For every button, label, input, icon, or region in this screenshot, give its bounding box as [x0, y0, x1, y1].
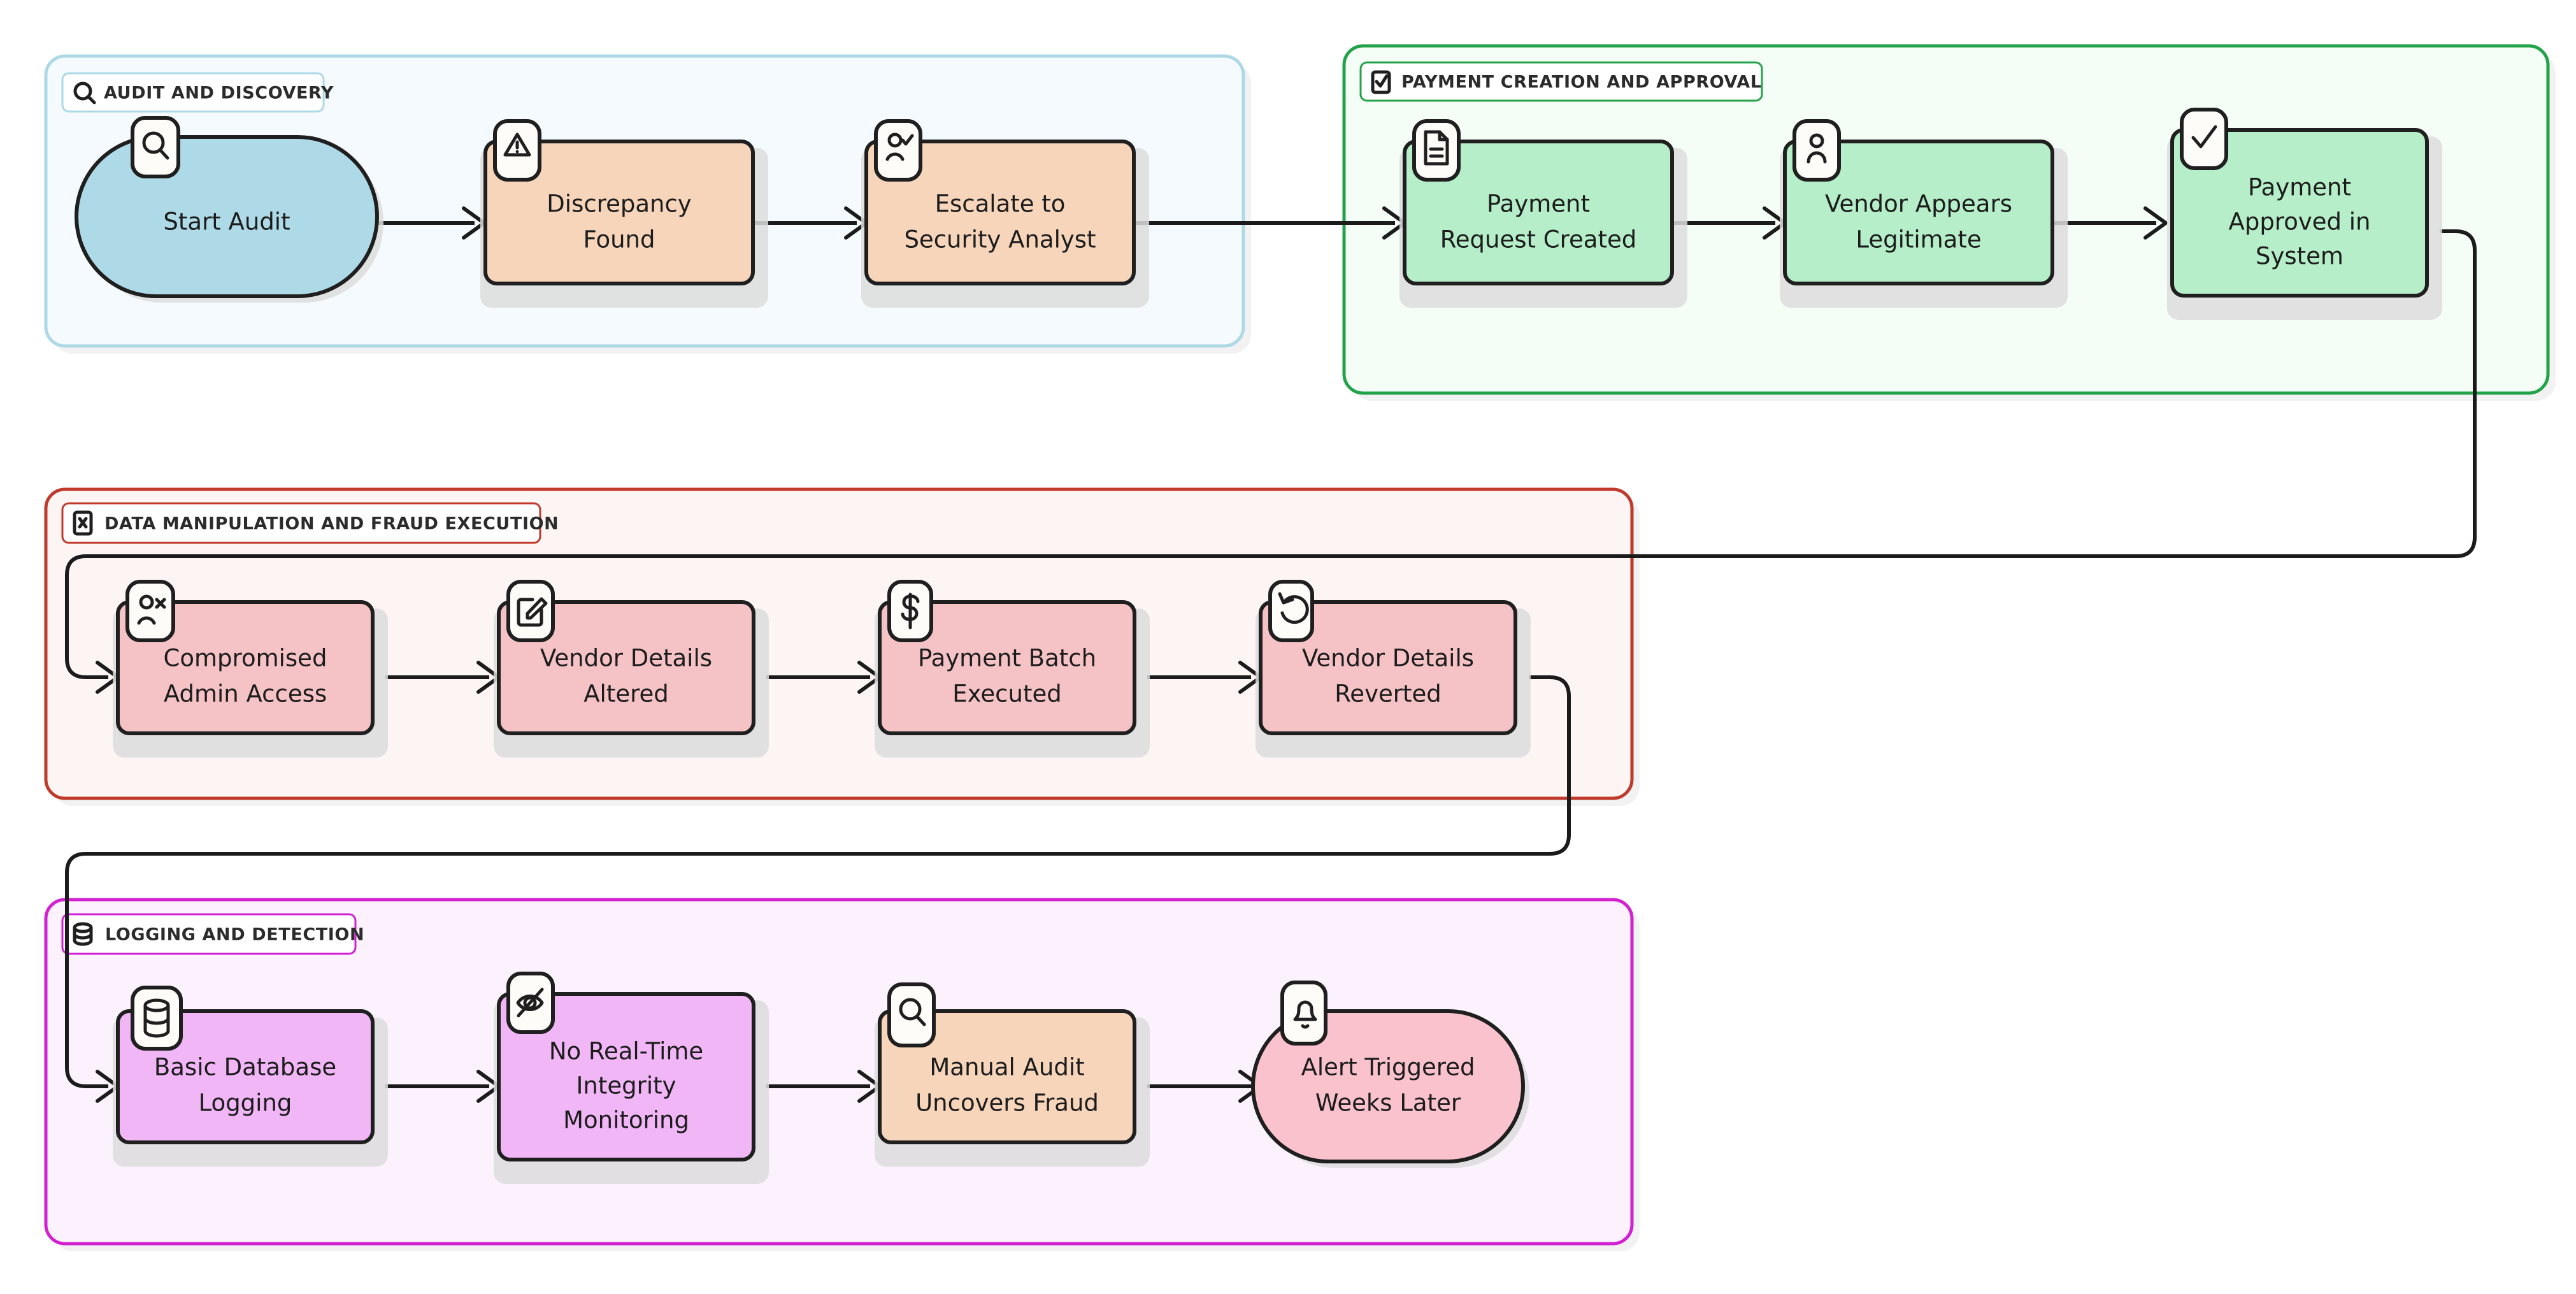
node-no-real-time-integrity-monitoring[interactable]: No Real-Time Integrity Monitoring — [494, 972, 769, 1184]
node-label: Payment — [1487, 191, 1590, 218]
node-label: Admin Access — [164, 680, 327, 708]
node-label: Approved in — [2229, 208, 2371, 236]
node-label: Payment Batch — [918, 645, 1096, 672]
node-badge-batch-executed — [887, 580, 933, 642]
node-payment-approved-in-system[interactable]: Payment Approved in System — [2167, 108, 2442, 320]
node-label: Vendor Details — [540, 645, 712, 672]
node-vendor-details-altered[interactable]: Vendor Details Altered — [494, 580, 769, 758]
node-vendor-appears-legitimate[interactable]: Vendor Appears Legitimate — [1780, 119, 2068, 308]
node-label: Integrity — [576, 1072, 676, 1100]
node-label: Vendor Details — [1302, 645, 1474, 672]
cluster-fraud-title-chip: DATA MANIPULATION AND FRAUD EXECUTION — [61, 502, 559, 544]
node-label: Manual Audit — [929, 1054, 1084, 1081]
node-label: Start Audit — [163, 208, 290, 236]
document-icon — [1424, 130, 1449, 166]
node-label: Discrepancy — [547, 191, 691, 218]
node-payment-batch-executed[interactable]: Payment Batch Executed — [875, 580, 1150, 758]
bell-icon — [1293, 1000, 1317, 1029]
cluster-logging-border — [44, 898, 1634, 1246]
node-vendor-details-reverted[interactable]: Vendor Details Reverted — [1256, 580, 1531, 758]
cluster-logging-and-detection: LOGGING AND DETECTION — [44, 898, 1640, 1251]
node-manual-audit-uncovers-fraud[interactable]: Manual Audit Uncovers Fraud — [875, 982, 1150, 1167]
node-label: Escalate to — [935, 191, 1066, 218]
magnifier-icon — [142, 131, 169, 160]
node-start-audit[interactable]: Start Audit — [75, 116, 383, 303]
node-badge-vendor-altered — [506, 580, 555, 642]
node-badge-escalate — [874, 119, 922, 182]
node-label: No Real-Time — [549, 1038, 703, 1065]
node-payment-request-created[interactable]: Payment Request Created — [1399, 119, 1687, 308]
node-badge-payment-request — [1412, 119, 1461, 182]
node-label: Found — [583, 226, 655, 254]
node-label: Executed — [952, 680, 1061, 708]
node-badge-start-audit — [131, 116, 180, 178]
node-label: Reverted — [1335, 680, 1441, 708]
node-badge-no-monitoring — [506, 972, 555, 1034]
node-label: Weeks Later — [1315, 1089, 1461, 1117]
node-badge-admin-access — [125, 580, 175, 642]
node-label: Basic Database — [154, 1054, 336, 1081]
node-label: Security Analyst — [904, 226, 1096, 254]
database-icon — [143, 998, 170, 1038]
edges-layer — [65, 206, 2477, 1103]
cluster-fraud-border — [44, 487, 1634, 800]
user-x-icon — [137, 594, 166, 625]
node-label: Logging — [199, 1089, 292, 1117]
warning-triangle-icon — [503, 133, 531, 157]
cluster-audit-title-chip: AUDIT AND DISCOVERY — [61, 72, 334, 113]
cluster-logging-label: LOGGING AND DETECTION — [105, 925, 364, 945]
edge-vendor-legit-to-payment-approved — [2052, 206, 2168, 240]
node-label: Monitoring — [563, 1107, 689, 1134]
undo-icon — [1278, 592, 1309, 624]
node-badge-discrepancy — [493, 119, 541, 182]
node-label: Compromised — [164, 645, 327, 672]
cluster-logging-title-chip: LOGGING AND DETECTION — [61, 913, 364, 955]
check-icon — [2191, 125, 2217, 148]
cluster-data-manipulation-and-fraud-execution: DATA MANIPULATION AND FRAUD EXECUTION — [44, 487, 1640, 806]
checklist-icon — [1371, 70, 1391, 94]
magnifier-icon — [899, 998, 926, 1026]
node-discrepancy-found[interactable]: Discrepancy Found — [480, 119, 768, 308]
node-badge-alert-triggered — [1280, 981, 1327, 1046]
node-label: Alert Triggered — [1301, 1054, 1475, 1081]
node-badge-vendor-reverted — [1268, 580, 1314, 642]
node-badge-vendor-legit — [1792, 119, 1841, 182]
node-badge-basic-logging — [131, 986, 183, 1051]
node-basic-database-logging[interactable]: Basic Database Logging — [113, 986, 388, 1167]
node-label: System — [2256, 243, 2343, 270]
cluster-fraud-label: DATA MANIPULATION AND FRAUD EXECUTION — [104, 514, 559, 534]
user-icon — [1807, 133, 1827, 164]
cluster-payment-label: PAYMENT CREATION AND APPROVAL — [1401, 73, 1762, 92]
node-badge-payment-approved — [2180, 108, 2228, 170]
node-label: Payment — [2248, 174, 2351, 201]
node-label: Vendor Appears — [1825, 191, 2012, 218]
node-label: Legitimate — [1856, 226, 1981, 254]
dollar-icon — [901, 593, 920, 629]
node-alert-triggered-weeks-later[interactable]: Alert Triggered Weeks Later — [1251, 981, 1529, 1168]
magnifier-icon — [73, 82, 96, 104]
edit-square-icon — [517, 597, 548, 627]
box-x-icon — [73, 510, 93, 536]
database-icon — [73, 922, 93, 946]
cluster-payment-title-chip: PAYMENT CREATION AND APPROVAL — [1359, 61, 1763, 102]
cluster-audit-label: AUDIT AND DISCOVERY — [104, 83, 334, 103]
user-check-icon — [885, 133, 914, 161]
node-escalate-to-security-analyst[interactable]: Escalate to Security Analyst — [861, 119, 1149, 308]
node-label: Request Created — [1440, 226, 1636, 254]
node-label: Altered — [583, 680, 669, 708]
node-label: Uncovers Fraud — [915, 1089, 1099, 1117]
node-compromised-admin-access[interactable]: Compromised Admin Access — [113, 580, 388, 758]
eye-off-icon — [516, 988, 544, 1017]
node-badge-manual-audit — [887, 982, 936, 1047]
